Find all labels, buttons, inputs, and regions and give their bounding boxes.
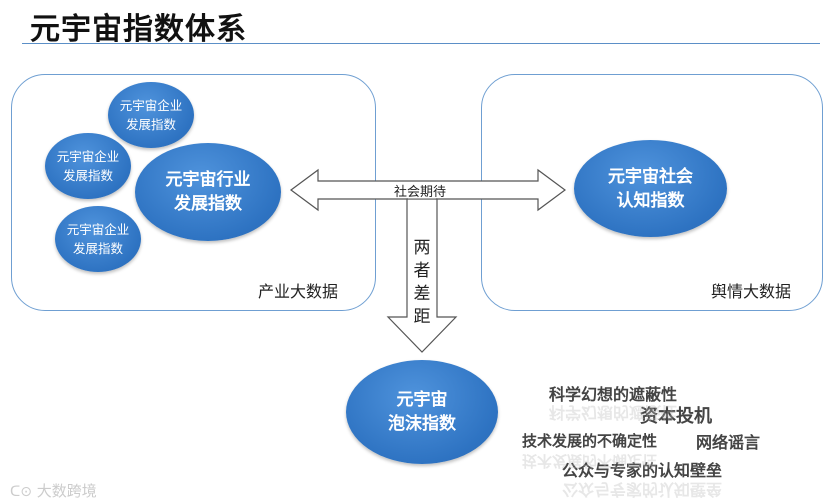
keyword-reflection-3: 公众与专家的认知壁垒 xyxy=(562,480,723,499)
gap-char-1: 两 xyxy=(413,238,431,258)
gap-char-2: 者 xyxy=(413,261,431,281)
enterprise-index-node-3: 元宇宙企业 发展指数 xyxy=(55,206,141,272)
social-cognition-index-node: 元宇宙社会 认知指数 xyxy=(574,140,727,237)
industry-index-node: 元宇宙行业 发展指数 xyxy=(135,143,281,241)
keyword-tech-uncertainty: 技术发展的不确定性 xyxy=(522,432,658,450)
keyword-capital: 资本投机 xyxy=(640,406,712,427)
enterprise-index-node-1: 元宇宙企业 发展指数 xyxy=(108,82,194,148)
social-expectation-arrow xyxy=(289,168,567,212)
gap-down-arrow xyxy=(386,198,458,353)
keyword-reflection-1: 科学幻想的遮蔽性 xyxy=(549,403,678,422)
sentiment-panel-label: 舆情大数据 xyxy=(711,282,792,301)
keyword-reflection-2: 技术发展的不确定性 xyxy=(522,452,658,470)
keyword-cognition-barrier: 公众与专家的认知壁垒 xyxy=(562,461,723,480)
enterprise-index-node-2: 元宇宙企业 发展指数 xyxy=(45,133,131,199)
keyword-rumor: 网络谣言 xyxy=(696,433,761,452)
gap-char-4: 距 xyxy=(413,307,431,327)
gap-char-3: 差 xyxy=(413,284,431,304)
watermark-logo-icon: ᑕ⊙ xyxy=(10,484,32,500)
connector-label: 社会期待 xyxy=(394,185,447,200)
gap-label: 两 者 差 距 xyxy=(412,237,432,329)
keyword-sci-fi: 科学幻想的遮蔽性 xyxy=(549,385,678,404)
page-title: 元宇宙指数体系 xyxy=(30,12,247,47)
industry-panel-label: 产业大数据 xyxy=(258,282,339,301)
bubble-index-node: 元宇宙 泡沫指数 xyxy=(346,360,498,464)
title-divider xyxy=(22,43,820,44)
watermark: ᑕ⊙ 大数跨境 xyxy=(10,482,97,500)
